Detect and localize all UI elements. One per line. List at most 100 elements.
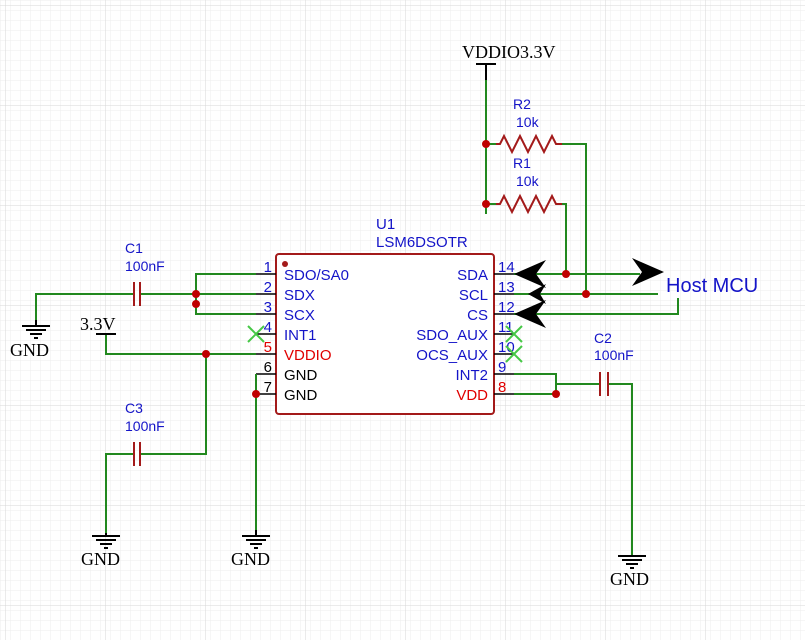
ground-icon	[618, 555, 646, 569]
r2-ref: R2	[513, 96, 531, 112]
resistor-zigzag-icon	[496, 133, 562, 155]
arrow-left-sda-icon	[514, 260, 546, 288]
pin-name: GND	[284, 367, 318, 384]
pin-name: SDX	[284, 287, 315, 304]
r1-value: 10k	[516, 173, 540, 189]
host-mcu-label: Host MCU	[666, 275, 758, 297]
gnd-symbol-c1[interactable]: GND	[10, 320, 50, 360]
no-connect-ocs-aux-icon	[505, 345, 523, 363]
pin-number: 13	[498, 279, 515, 296]
pin-name: GND	[284, 387, 318, 404]
wire-c2-gnd	[608, 383, 633, 555]
pin-number: 7	[264, 379, 272, 396]
power-vddio33[interactable]: VDDIO3.3V	[462, 42, 556, 80]
chip-u1[interactable]: U1 LSM6DSOTR 1 SDO/SA0 2 SDX 3 SCX 4 INT1 5 VDDIO…	[256, 216, 515, 415]
pin-number: 11	[498, 319, 514, 336]
gnd-label: GND	[81, 549, 120, 569]
c1-value: 100nF	[125, 258, 165, 274]
chip-part-number: LSM6DSOTR	[376, 234, 468, 251]
pin-left-4[interactable]: 4 INT1	[256, 319, 317, 344]
capacitor-c1[interactable]: C1 100nF	[125, 240, 165, 306]
pin-name: VDDIO	[284, 347, 332, 364]
pin-left-5[interactable]: 5 VDDIO	[256, 339, 332, 364]
no-connect-int1-icon	[247, 325, 265, 343]
pin-number: 4	[264, 319, 272, 336]
pin-right-12[interactable]: 12 CS	[467, 299, 515, 324]
pin-number: 14	[498, 259, 515, 276]
chip-ref: U1	[376, 216, 395, 233]
junction-dot	[202, 350, 210, 358]
pin-right-14[interactable]: 14 SDA	[457, 259, 515, 284]
pin-number: 5	[264, 339, 272, 356]
resistor-r1[interactable]: R1 10k	[496, 155, 562, 215]
pin-right-11[interactable]: 11 SDO_AUX	[416, 319, 514, 344]
pin-number: 8	[498, 379, 506, 396]
junction-dot	[482, 140, 490, 148]
gnd-symbol-c3[interactable]: GND	[81, 533, 120, 569]
pin-left-3[interactable]: 3 SCX	[256, 299, 315, 324]
pin-number: 3	[264, 299, 272, 316]
pin-name: SDA	[457, 267, 488, 284]
ground-icon	[242, 530, 270, 549]
wire-c3-gnd	[105, 453, 134, 533]
resistor-r2[interactable]: R2 10k	[496, 96, 562, 155]
ground-icon	[92, 533, 120, 549]
pin-name: INT2	[455, 367, 488, 384]
pin-number: 1	[264, 259, 272, 276]
c3-value: 100nF	[125, 418, 165, 434]
no-connect-marks	[247, 325, 523, 363]
gnd-symbol-u1[interactable]: GND	[231, 530, 270, 569]
c2-ref: C2	[594, 330, 612, 346]
v33-label: 3.3V	[80, 314, 116, 334]
c3-ref: C3	[125, 400, 143, 416]
c1-ref: C1	[125, 240, 143, 256]
pin-name: INT1	[284, 327, 317, 344]
arrow-left-scl-icon	[528, 284, 546, 304]
bus-arrows	[514, 258, 664, 328]
pin-number: 9	[498, 359, 506, 376]
junction-dot	[482, 200, 490, 208]
capacitor-c3[interactable]: C3 100nF	[125, 400, 165, 466]
pin-number: 12	[498, 299, 515, 316]
wire-vddio-c3	[140, 354, 207, 455]
resistor-zigzag-icon	[496, 193, 562, 215]
gnd-label: GND	[231, 549, 270, 569]
arrow-left-cs-icon	[514, 300, 546, 328]
r1-ref: R1	[513, 155, 531, 171]
gnd-label: GND	[10, 340, 49, 360]
pin-number: 6	[264, 359, 272, 376]
wire-cs	[514, 298, 679, 315]
junction-dot	[192, 290, 200, 298]
pin-name: OCS_AUX	[416, 347, 488, 364]
pin-left-6[interactable]: 6 GND	[256, 359, 318, 384]
power-3v3[interactable]: 3.3V	[80, 314, 116, 335]
capacitor-c2[interactable]: C2 100nF	[594, 330, 634, 396]
pin-name: CS	[467, 307, 488, 324]
junction-dot	[562, 270, 570, 278]
no-connect-sdo-aux-icon	[505, 325, 523, 343]
junctions	[192, 140, 590, 398]
junction-dot	[192, 300, 200, 308]
r2-value: 10k	[516, 114, 540, 130]
wire-c1-left	[35, 293, 134, 320]
pin-name: SDO/SA0	[284, 267, 349, 284]
pin-left-2[interactable]: 2 SDX	[256, 279, 315, 304]
junction-dot	[552, 390, 560, 398]
vddio33-label: VDDIO3.3V	[462, 42, 556, 62]
arrow-right-host-icon	[632, 258, 664, 286]
wire-r1-sda	[562, 203, 567, 274]
pin-left-1[interactable]: 1 SDO/SA0	[256, 259, 349, 284]
junction-dot	[582, 290, 590, 298]
pin-number: 2	[264, 279, 272, 296]
pin-name: SCX	[284, 307, 315, 324]
gnd-symbol-c2[interactable]: GND	[610, 555, 649, 589]
gnd-label: GND	[610, 569, 649, 589]
c2-value: 100nF	[594, 347, 634, 363]
pin-right-9[interactable]: 9 INT2	[455, 359, 514, 384]
pin-name: SDO_AUX	[416, 327, 488, 344]
pin1-marker	[282, 261, 288, 267]
